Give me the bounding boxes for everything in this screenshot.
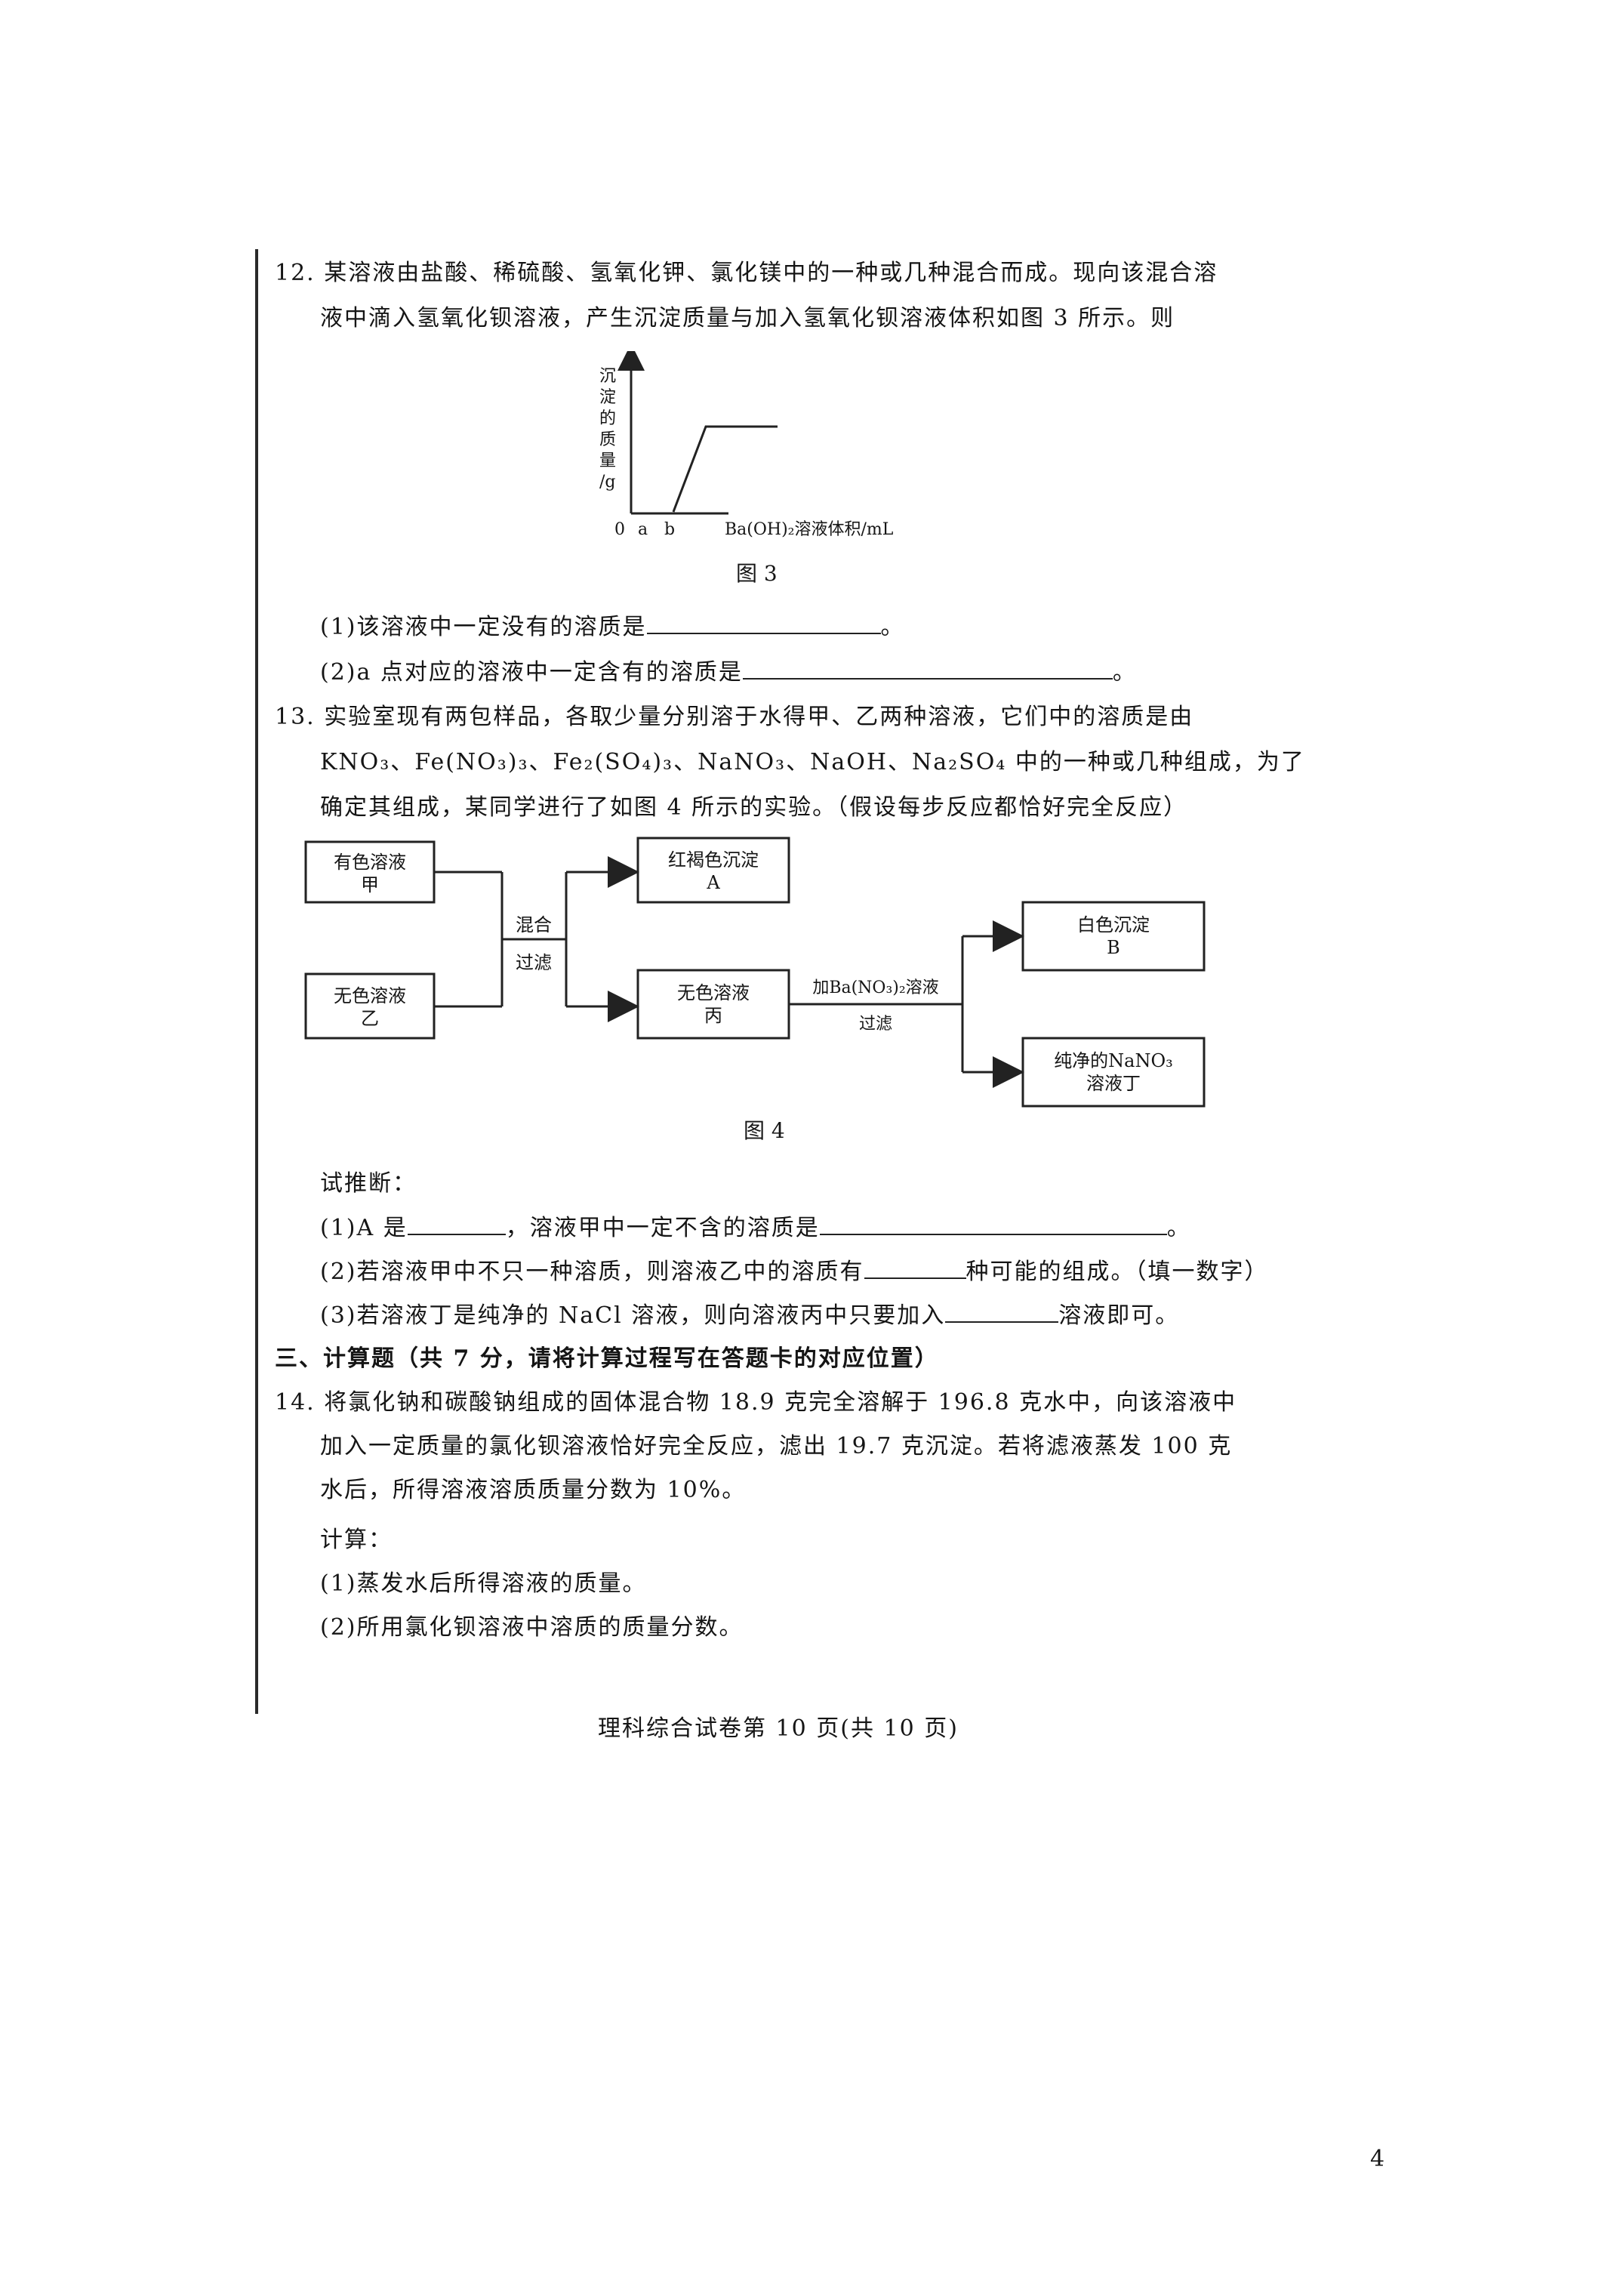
q12-sub1: (1)该溶液中一定没有的溶质是。 [320,612,905,643]
y-axis-label-char: 淀 [599,388,616,407]
svg-text:无色溶液: 无色溶液 [334,985,406,1006]
q14-sub1: (1)蒸发水后所得溶液的质量。 [320,1570,647,1597]
box-solution-ding: 纯净的NaNO₃ 溶液丁 [1021,1037,1206,1108]
svg-text:有色溶液: 有色溶液 [334,852,406,873]
answer-blank-12-1[interactable] [646,612,881,634]
svg-text:纯净的NaNO₃: 纯净的NaNO₃ [1054,1050,1173,1071]
svg-text:溶液丁: 溶液丁 [1086,1073,1141,1094]
q13-sub1: (1)A 是，溶液甲中一定不含的溶质是。 [320,1213,1191,1244]
answer-blank-13-3[interactable] [945,1300,1059,1323]
y-axis-label-char: /g [599,473,616,492]
page-footer: 理科综合试卷第 10 页(共 10 页) [598,1715,959,1742]
q14-line1: 14. 将氯化钠和碳酸钠组成的固体混合物 18.9 克完全溶解于 196.8 克… [275,1389,1237,1416]
q12-sub2: (2)a 点对应的溶液中一定含有的溶质是。 [320,657,1137,688]
tick-label-a: a [638,520,648,539]
svg-text:白色沉淀: 白色沉淀 [1077,914,1150,935]
q13-line3: 确定其组成，某同学进行了如图 4 所示的实验。（假设每步反应都恰好完全反应） [320,794,1188,821]
label-mix: 混合 [516,914,552,935]
box-solution-yi: 无色溶液 乙 [304,972,436,1040]
q13-infer: 试推断： [320,1170,417,1197]
svg-text:红褐色沉淀: 红褐色沉淀 [668,849,759,871]
tick-label-b: b [664,520,675,539]
y-axis-label-char: 质 [599,430,616,449]
svg-text:丙: 丙 [704,1005,722,1026]
svg-text:无色溶液: 无色溶液 [677,982,750,1003]
y-axis-label-char: 的 [599,409,616,428]
answer-blank-13-1a[interactable] [407,1213,506,1235]
y-axis-label-char: 沉 [599,367,616,386]
margin-line [255,249,258,1714]
figure-4-caption: 图 4 [744,1118,785,1143]
origin-label: 0 [614,520,625,539]
answer-blank-12-2[interactable] [742,657,1113,680]
page-number: 4 [1370,2146,1385,2172]
box-solution-jia: 有色溶液 甲 [304,840,436,904]
svg-text:A: A [706,872,720,893]
connector-lines [434,856,1024,1088]
answer-blank-13-2[interactable] [864,1256,966,1279]
label-filter-1: 过滤 [516,952,552,973]
svg-text:甲: 甲 [361,874,379,895]
box-precipitate-A: 红褐色沉淀 A [636,837,790,904]
box-precipitate-B: 白色沉淀 B [1021,901,1206,972]
q14-sub2: (2)所用氯化钡溶液中溶质的质量分数。 [320,1614,744,1641]
q13-sub2: (2)若溶液甲中不只一种溶质，则溶液乙中的溶质有种可能的组成。（填一数字） [320,1256,1269,1287]
label-reagent: 加Ba(NO₃)₂溶液 [812,978,938,997]
figure-4-flowchart: 有色溶液 甲 无色溶液 乙 红褐色沉淀 A 无色溶液 丙 白色沉淀 B 纯净的N… [304,837,1206,1108]
q13-line1: 13. 实验室现有两包样品，各取少量分别溶于水得甲、乙两种溶液，它们中的溶质是由 [275,704,1194,730]
section-3-heading: 三、计算题（共 7 分，请将计算过程写在答题卡的对应位置） [275,1345,939,1372]
q13-line2: KNO₃、Fe(NO₃)₃、Fe₂(SO₄)₃、NaNO₃、NaOH、Na₂SO… [320,749,1305,775]
box-solution-bing: 无色溶液 丙 [636,969,790,1040]
svg-text:B: B [1107,937,1120,958]
q14-calc: 计算： [320,1527,393,1553]
y-axis-label-char: 量 [599,451,616,470]
answer-blank-13-1b[interactable] [819,1213,1167,1235]
q14-line2: 加入一定质量的氯化钡溶液恰好完全反应，滤出 19.7 克沉淀。若将滤液蒸发 10… [320,1433,1233,1459]
figure-3-caption: 图 3 [736,561,778,586]
svg-text:乙: 乙 [361,1008,379,1029]
x-axis-label: Ba(OH)₂溶液体积/mL [725,520,894,539]
q12-line1: 12. 某溶液由盐酸、稀硫酸、氢氧化钾、氯化镁中的一种或几种混合而成。现向该混合… [275,260,1218,286]
label-filter-2: 过滤 [859,1015,892,1034]
q12-line2: 液中滴入氢氧化钡溶液，产生沉淀质量与加入氢氧化钡溶液体积如图 3 所示。则 [320,305,1175,331]
precipitate-curve [672,425,778,513]
q14-line3: 水后，所得溶液溶质质量分数为 10%。 [320,1477,747,1503]
q13-sub3: (3)若溶液丁是纯净的 NaCl 溶液，则向溶液丙中只要加入溶液即可。 [320,1300,1179,1331]
